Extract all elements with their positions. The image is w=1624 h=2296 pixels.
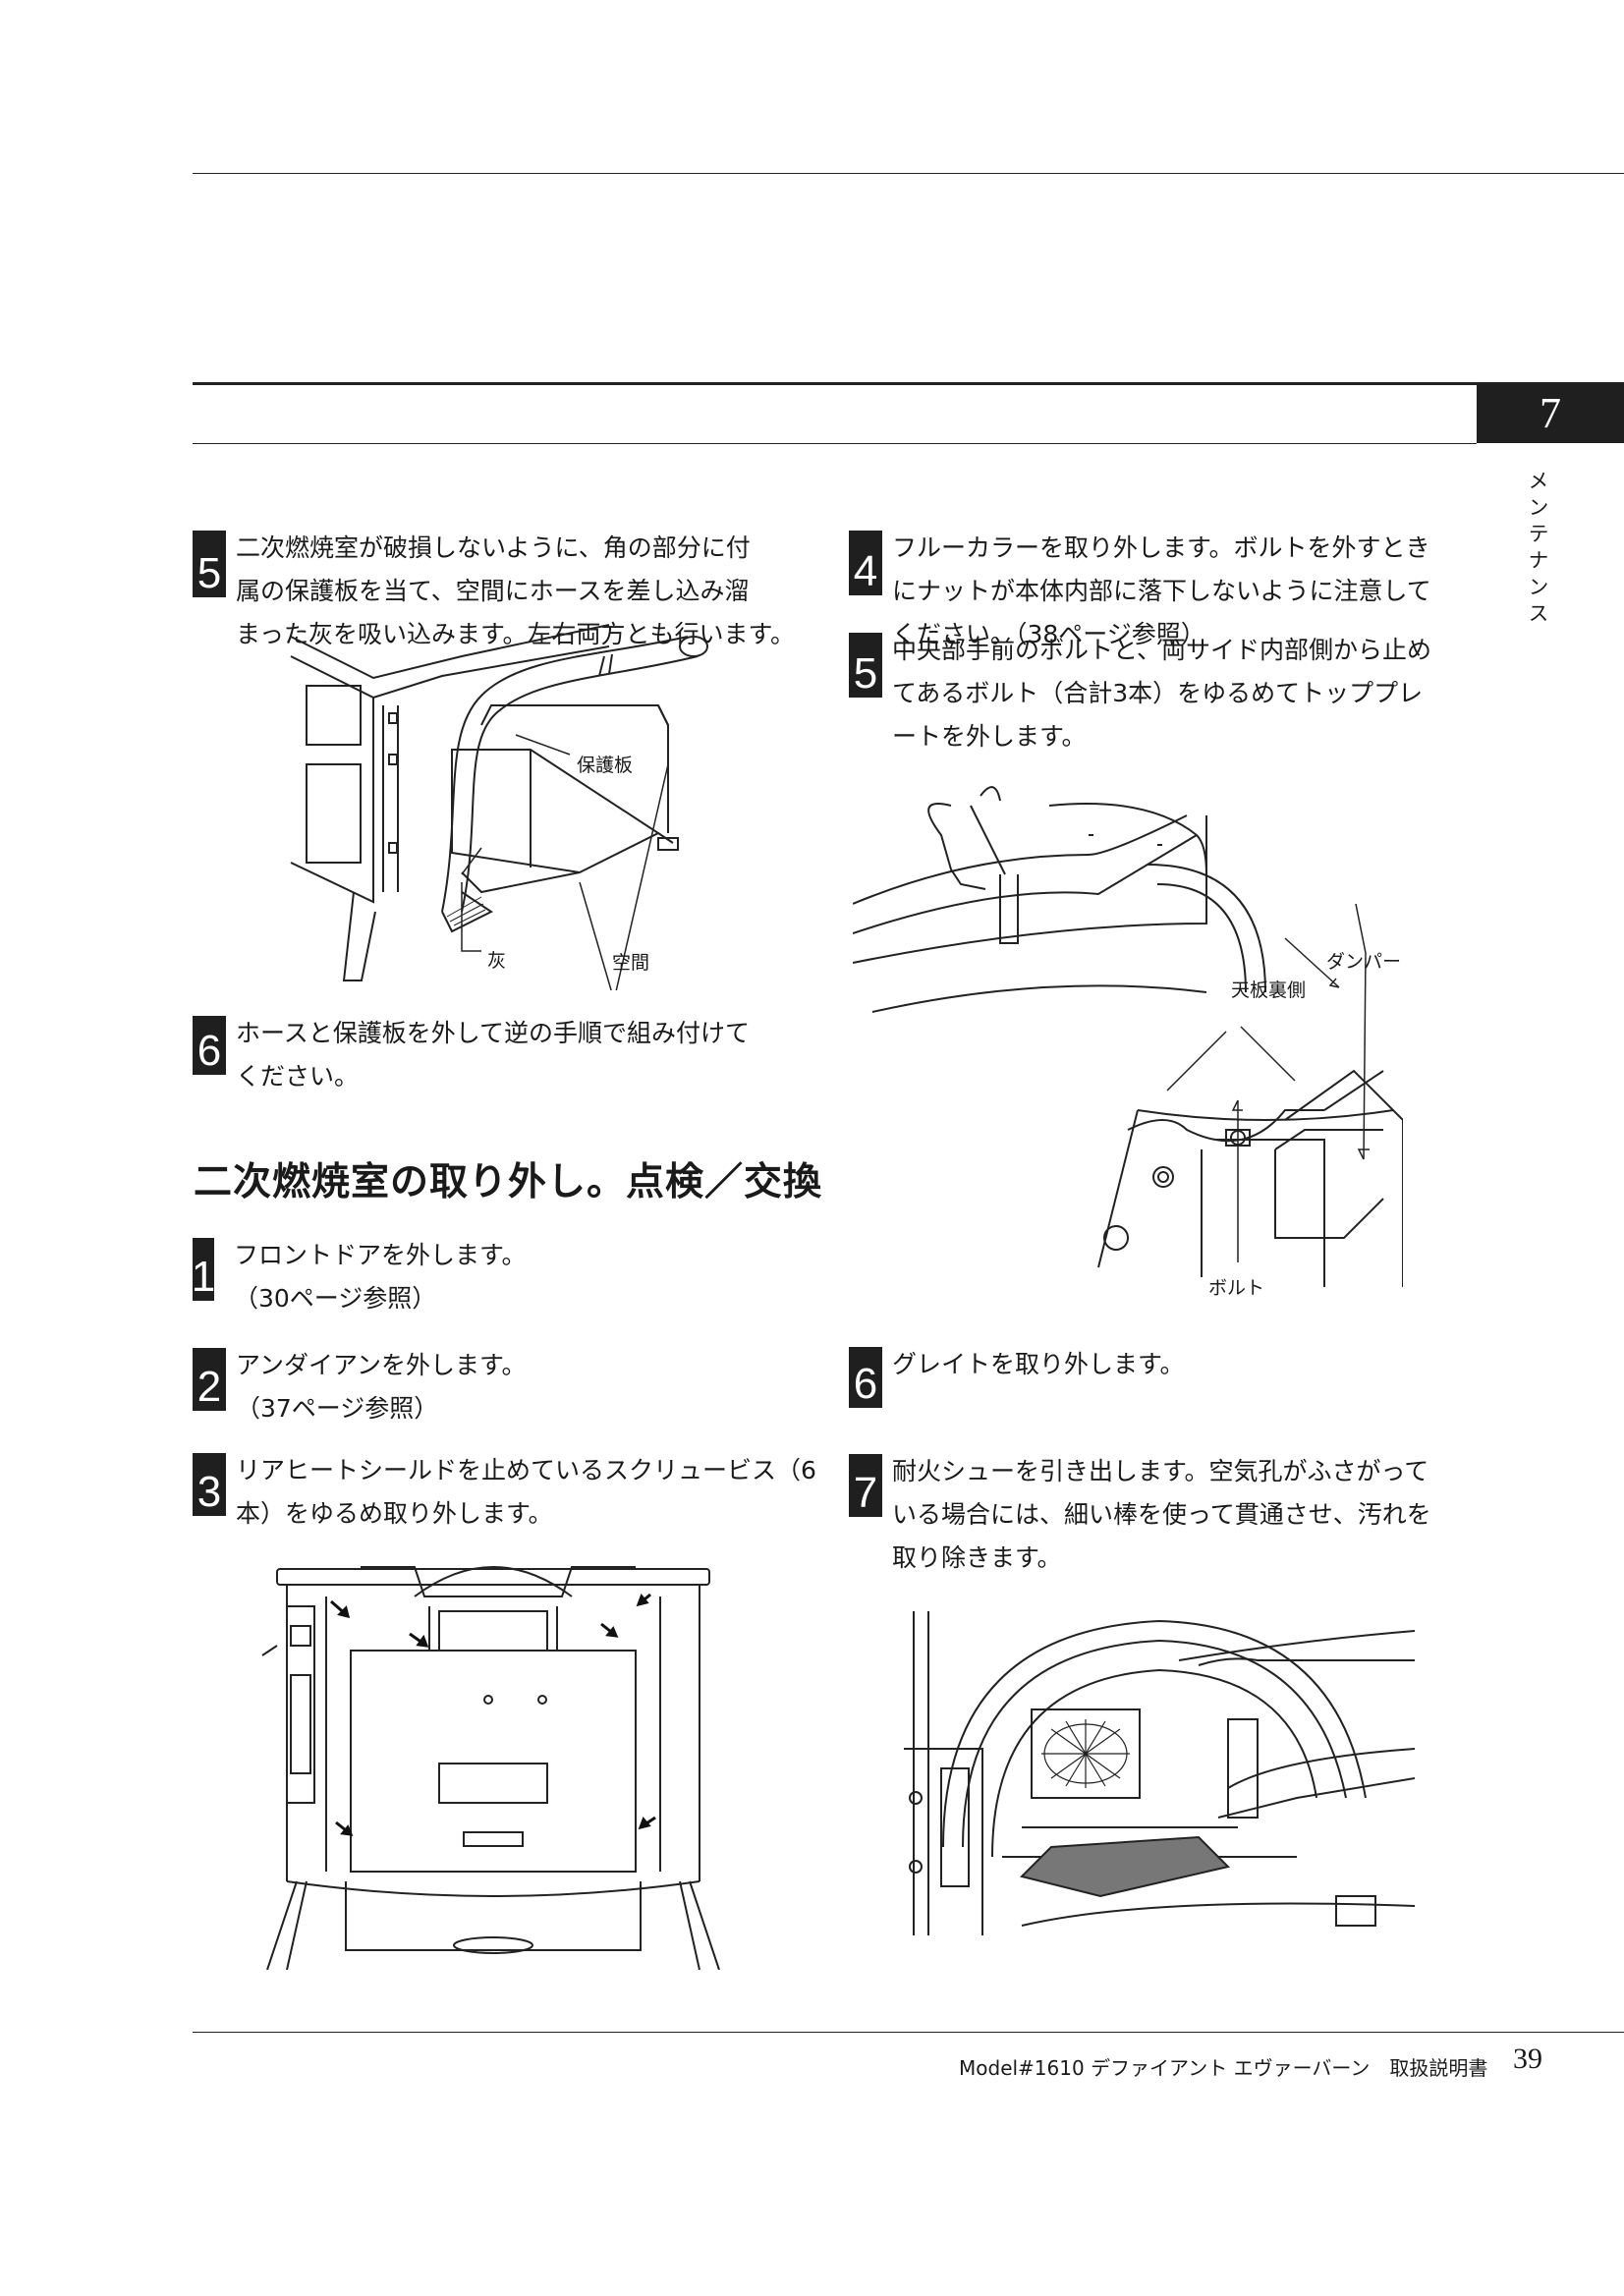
step-number: 3 (193, 1453, 226, 1516)
footer-rule (193, 2032, 1624, 2033)
header-thick-rule (193, 382, 1477, 385)
label-damper: ダンパー (1326, 951, 1402, 973)
top-plate-illustration (853, 786, 1403, 1287)
section-title: 二次燃焼室の取り外し。点検／交換 (194, 1160, 823, 1204)
step-text: リアヒートシールドを止めているスクリュービス（6 本）をゆるめ取り外します。 (236, 1456, 816, 1528)
figure-refractory-shoe (904, 1601, 1415, 1935)
figure-rear-heat-shield (257, 1557, 729, 1970)
step-text: アンダイアンを外します。 （37ページ参照） (236, 1351, 527, 1423)
step-text: 耐火シューを引き出します。空気孔がふさがって いる場合には、細い棒を使って貫通さ… (892, 1457, 1431, 1572)
figure-ash-vacuum (285, 617, 737, 990)
label-bolt: ボルト (1208, 1277, 1265, 1299)
label-guard-plate: 保護板 (577, 755, 634, 776)
firebox-hands-illustration (904, 1611, 1415, 1935)
header-thin-rule (193, 443, 1477, 444)
footer-model-name: Model#1610 デファイアント エヴァーバーン 取扱説明書 (959, 2056, 1488, 2080)
step-number: 4 (849, 531, 882, 595)
step-text: 中央部手前のボルトと、両サイド内部側から止め てあるボルト（合計3本）をゆるめて… (892, 636, 1432, 751)
step-text: 二次燃焼室が破損しないように、角の部分に付 属の保護板を当て、空間にホースを差し… (236, 533, 796, 648)
label-space: 空間 (612, 952, 650, 974)
top-rule (193, 173, 1624, 174)
step-number: 6 (849, 1347, 882, 1408)
chapter-side-label: メンテナンス (1526, 470, 1549, 629)
step-text: グレイトを取り外します。 (892, 1350, 1185, 1378)
step-number: 1 (192, 1238, 215, 1301)
stove-hose-illustration (290, 624, 708, 990)
figure-top-plate (853, 776, 1403, 1287)
step-number: 2 (193, 1348, 226, 1411)
label-ash: 灰 (487, 950, 507, 972)
stove-rear-illustration (261, 1566, 720, 1970)
label-top-plate-back: 天板裏側 (1231, 980, 1307, 1001)
step-number: 5 (193, 531, 226, 597)
page-number: 39 (1513, 2043, 1542, 2075)
step-text: フロントドアを外します。 （30ページ参照） (234, 1241, 527, 1313)
step-number: 7 (849, 1454, 882, 1517)
step-number: 5 (849, 633, 882, 698)
step-text: ホースと保護板を外して逆の手順で組み付けて ください。 (236, 1019, 751, 1091)
step-number: 6 (193, 1016, 226, 1075)
chapter-number-tab: 7 (1477, 382, 1624, 443)
step-text: フルーカラーを取り外します。ボルトを外すとき にナットが本体内部に落下しないよう… (892, 533, 1431, 648)
